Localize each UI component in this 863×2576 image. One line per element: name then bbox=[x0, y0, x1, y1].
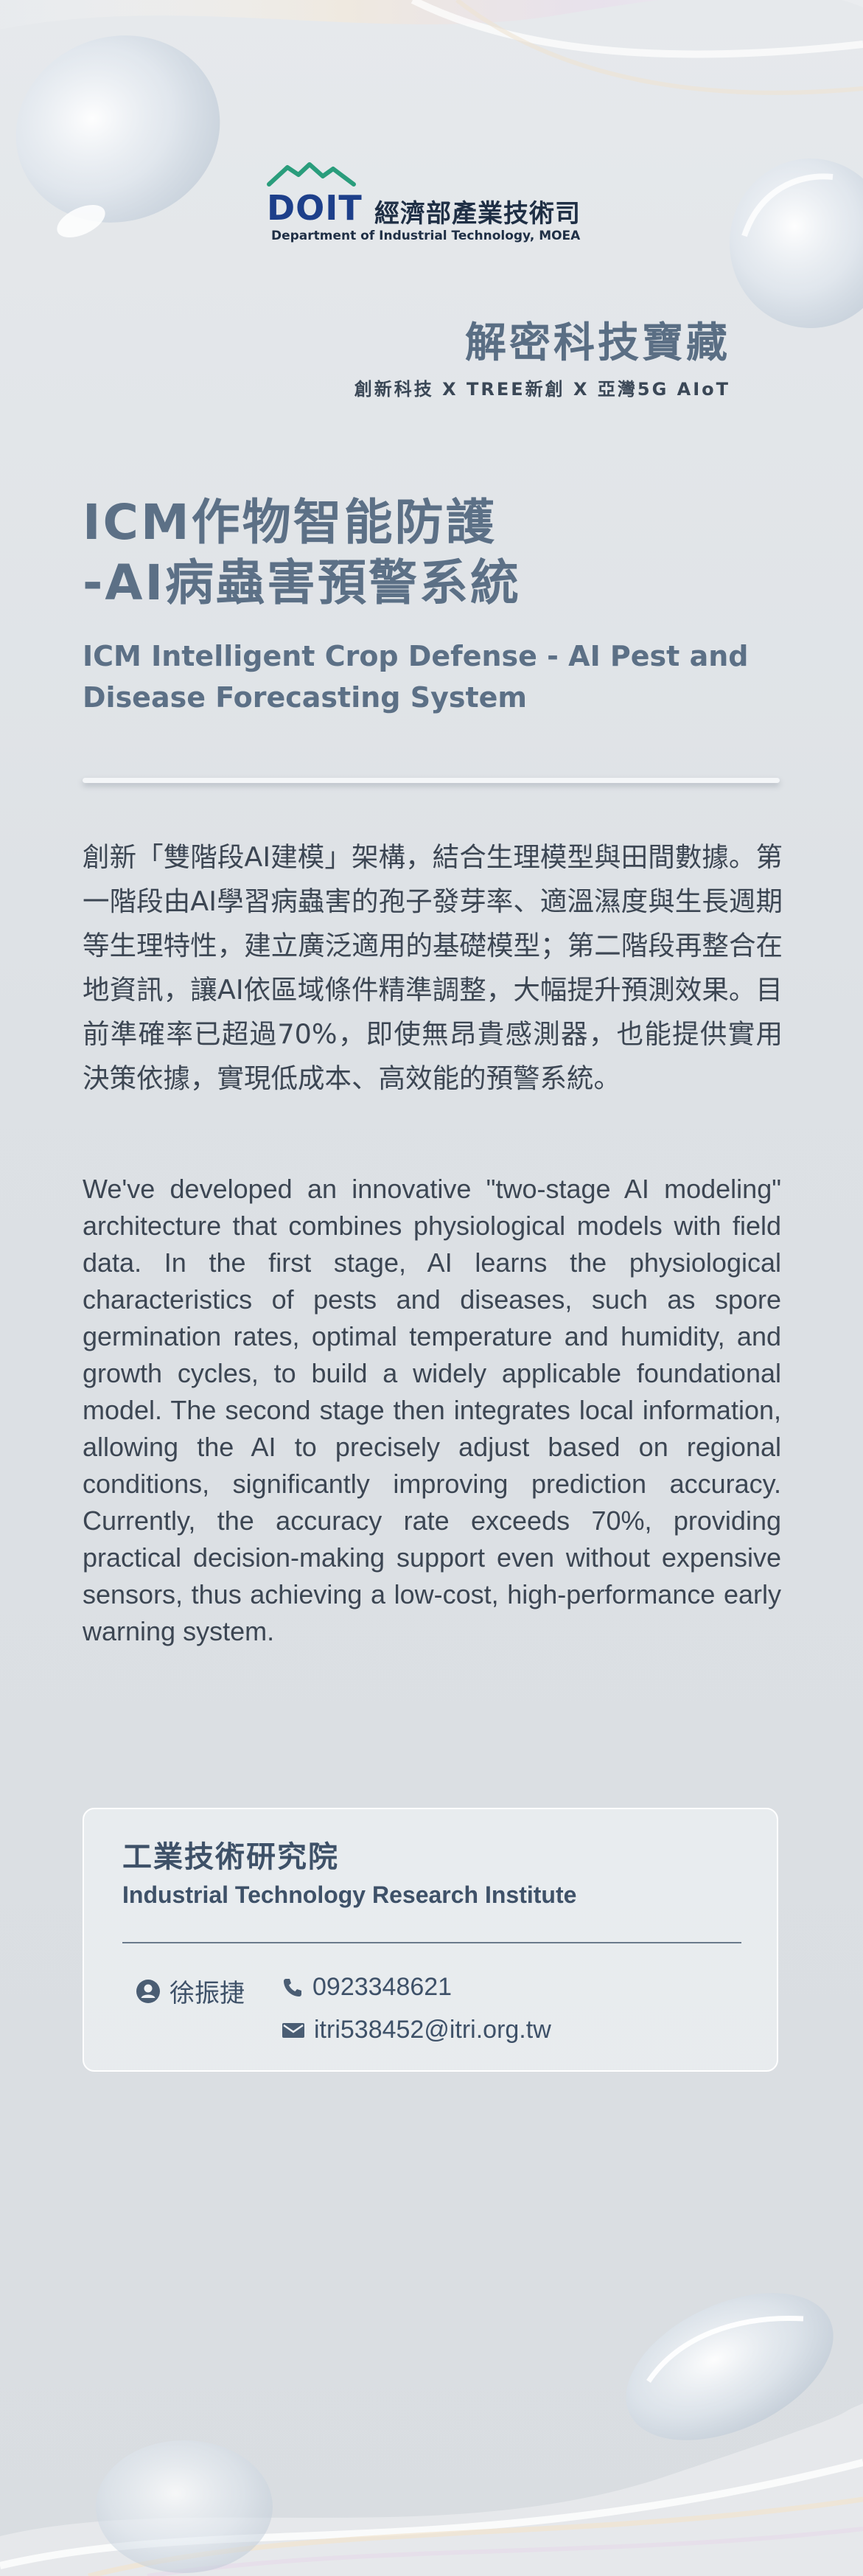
logo-name-en: Department of Industrial Technology, MOE… bbox=[271, 229, 581, 243]
org-name-en: Industrial Technology Research Institute bbox=[122, 1881, 577, 1908]
logo-brand: DOIT bbox=[267, 188, 363, 228]
project-title-cn-line2: -AI病蟲害預警系統 bbox=[83, 554, 522, 611]
contact-person: 徐振捷 bbox=[136, 1973, 245, 2009]
decorative-glass-bottom bbox=[0, 2293, 863, 2576]
doit-logo: DOIT 經濟部產業技術司 Department of Industrial T… bbox=[265, 159, 604, 247]
contact-phone[interactable]: 0923348621 bbox=[282, 1973, 452, 2002]
contact-email-address[interactable]: itri538452@itri.org.tw bbox=[314, 2016, 551, 2044]
org-name-cn: 工業技術研究院 bbox=[122, 1840, 339, 1874]
project-title-cn-line1: ICM作物智能防護 bbox=[83, 494, 497, 551]
contact-email[interactable]: itri538452@itri.org.tw bbox=[282, 2016, 551, 2044]
logo-name-cn: 經濟部產業技術司 bbox=[374, 199, 581, 229]
description-cn: 創新「雙階段AI建模」架構，結合生理模型與田間數據。第一階段由AI學習病蟲害的孢… bbox=[83, 841, 783, 1094]
phone-icon bbox=[284, 1978, 301, 1997]
mail-icon bbox=[282, 2022, 304, 2038]
person-icon bbox=[136, 1979, 160, 2003]
contact-phone-number[interactable]: 0923348621 bbox=[312, 1973, 453, 2001]
card-divider bbox=[122, 1942, 741, 1943]
series-subtitle: 創新科技 X TREE新創 X 亞灣5G AIoT bbox=[354, 379, 730, 400]
mountain-logo-icon bbox=[267, 162, 356, 187]
description-en: We've developed an innovative "two-stage… bbox=[83, 1174, 781, 1646]
contact-card: 工業技術研究院 Industrial Technology Research I… bbox=[83, 1808, 778, 2072]
project-title-en: ICM Intelligent Crop Defense - AI Pest a… bbox=[83, 640, 749, 714]
series-title: 解密科技寶藏 bbox=[465, 319, 730, 367]
project-title-cn: ICM作物智能防護 -AI病蟲害預警系統 bbox=[83, 492, 521, 613]
contact-person-name: 徐振捷 bbox=[170, 1979, 245, 2008]
divider bbox=[83, 778, 780, 783]
